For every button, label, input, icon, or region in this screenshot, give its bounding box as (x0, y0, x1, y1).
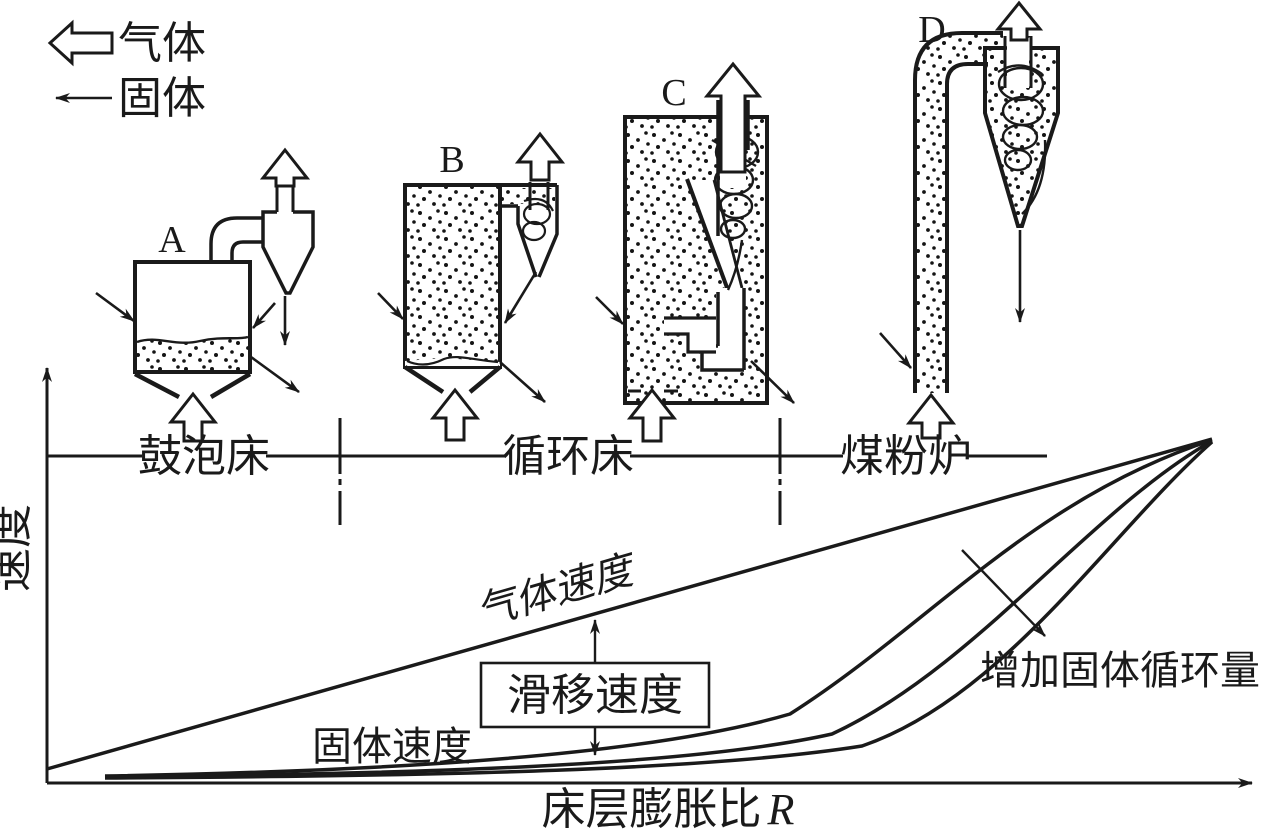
reactor-c-solid-out-arrow (750, 360, 795, 404)
gas-velocity-label: 气体速度 (471, 546, 643, 635)
reactor-a: A (95, 147, 315, 443)
reactor-c: C (595, 61, 795, 443)
reactor-d-cyclone-outline (983, 46, 1060, 228)
legend-gas-label: 气体 (118, 19, 206, 68)
reactor-c-funnel-left-wall (685, 178, 731, 294)
reactor-a-bed (137, 337, 248, 370)
slip-velocity-box (479, 661, 711, 729)
reactor-b-solid-in-arrow (377, 292, 404, 320)
reactor-d-gas-in-arrow-icon (905, 392, 957, 440)
reactor-c-return-port-lines (664, 316, 716, 354)
reactor-c-return-port (664, 318, 716, 352)
reactor-a-cyclone (261, 210, 315, 295)
solid-velocity-curve-3 (104, 440, 1214, 780)
reactor-b: B (377, 131, 566, 442)
reactor-d-pipe-white (1007, 38, 1029, 88)
reactor-c-gas-out-arrow-icon (703, 61, 763, 174)
reactor-c-gas-in-arrow-icon (626, 387, 678, 443)
reactor-c-outlet-pipe (716, 100, 750, 236)
reactor-b-label: B (439, 139, 464, 181)
reactor-a-pipe-inner (230, 240, 264, 262)
reactor-a-vessel (133, 260, 252, 374)
reactor-b-solid-out-arrow (499, 361, 546, 403)
reactor-d-riser-inner-wall (945, 62, 988, 393)
reactor-a-solid-out-arrow (250, 355, 300, 394)
reactor-d-gas-out-arrow-icon (994, 0, 1044, 42)
reactor-c-solid-in-arrow (595, 296, 624, 325)
reactor-a-gas-in-arrow-icon (167, 391, 219, 443)
reactor-b-vessel (403, 183, 502, 369)
reactor-d-vortex-finder (1003, 36, 1033, 88)
gas-arrow-icon (47, 19, 114, 67)
circulation-annotation-label: 增加固体循环量 (980, 648, 1260, 693)
x-axis-symbol: R (767, 785, 795, 834)
reactor-d-riser-fill (915, 33, 1003, 393)
reactor-a-bed-surface (136, 335, 249, 344)
solid-velocity-curve-1 (104, 438, 1213, 778)
reactor-b-gas-in-arrow-icon (429, 387, 481, 442)
reactor-b-cyclone-right-wall (537, 185, 559, 278)
reactor-c-dipleg-walls (716, 288, 746, 370)
section-bubbling-bed-label: 鼓泡床 (138, 432, 270, 481)
reactor-d-solid-in-arrow (879, 332, 912, 369)
reactor-b-cyclone-left-wall (516, 206, 538, 278)
legend: 气体 固体 (47, 19, 206, 123)
reactor-a-pipe-outer (209, 216, 264, 262)
gas-velocity-line (46, 437, 1213, 771)
reactor-a-solid-in-arrow (95, 291, 135, 323)
reactor-b-solid-return-arrow (503, 271, 538, 324)
reactor-a-label: A (158, 219, 186, 261)
reactor-d-riser-outer-wall (913, 31, 1003, 393)
reactor-d: D (879, 0, 1060, 440)
legend-solid-label: 固体 (118, 74, 206, 123)
circulation-annotation-arrow (961, 549, 1046, 637)
y-axis-label: 速度 (0, 504, 36, 592)
solid-velocity-label: 固体速度 (312, 724, 472, 769)
reactor-d-vortex-coil (997, 64, 1047, 215)
reactor-c-internal-funnel (688, 180, 742, 292)
x-axis-label-text: 床层膨胀比 (542, 785, 762, 834)
section-circulating-bed-label: 循环床 (502, 432, 634, 481)
reactor-a-gas-out-arrow-icon (259, 147, 311, 188)
reactor-b-gas-out-arrow-icon (514, 131, 566, 182)
slip-velocity-label: 滑移速度 (507, 671, 683, 720)
reactor-b-funnel (403, 365, 502, 394)
section-pulverized-coal-label: 煤粉炉 (840, 432, 972, 481)
reactor-b-vortex-coil (521, 197, 554, 242)
reactor-d-cyclone-fill (985, 36, 1058, 226)
solid-velocity-curve-2 (104, 439, 1213, 779)
section-band: 鼓泡床 循环床 煤粉炉 (47, 418, 1047, 525)
reactor-a-solid-return-arrow (252, 302, 276, 329)
reactor-c-label: C (661, 72, 686, 114)
reactor-c-vortex-coil (711, 134, 760, 291)
reactor-a-cyclone-outlet-pipe (275, 184, 295, 212)
reactor-b-bed-bottom (406, 355, 499, 366)
reactor-a-funnel (133, 372, 252, 399)
